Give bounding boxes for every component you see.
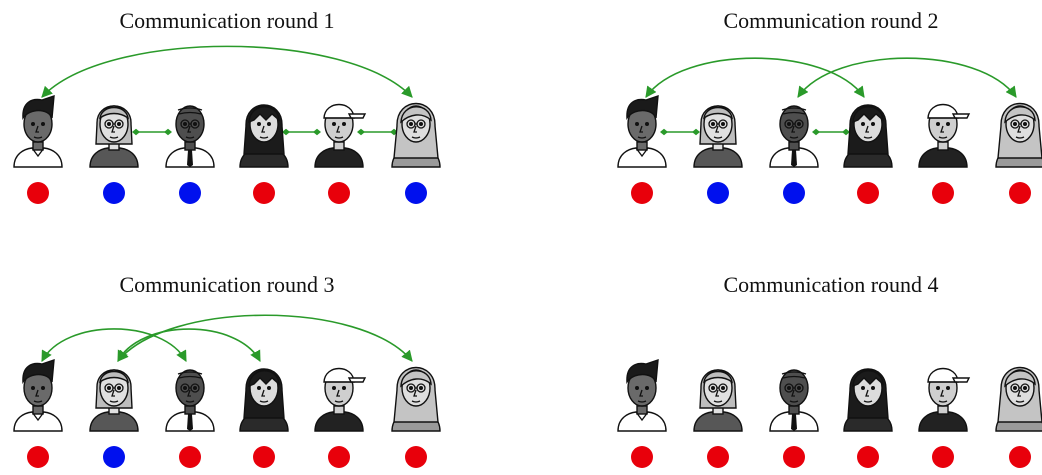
man-cap-icon (314, 103, 367, 168)
people-row (617, 358, 1042, 432)
state-dot (328, 182, 350, 204)
woman-bangs-icon (843, 368, 893, 432)
state-dot (631, 446, 653, 468)
bald-man-glasses-icon (769, 369, 819, 432)
woman-blonde-icon (391, 366, 441, 432)
man-dark-hair-icon (13, 94, 63, 168)
dots-row (631, 446, 1031, 468)
panel-title: Communication round 1 (119, 8, 334, 33)
state-dot (1009, 446, 1031, 468)
woman-glasses-icon (693, 105, 743, 168)
woman-bangs-icon (239, 368, 289, 432)
state-dot (179, 182, 201, 204)
links-layer (41, 314, 413, 362)
state-dot (27, 182, 49, 204)
state-dot (179, 446, 201, 468)
state-dot (405, 182, 427, 204)
state-dot (27, 446, 49, 468)
woman-glasses-icon (89, 105, 139, 168)
state-dot (405, 446, 427, 468)
communication-link (797, 57, 1017, 98)
dots-row (631, 182, 1031, 204)
woman-bangs-icon (239, 104, 289, 168)
panel-title: Communication round 4 (723, 272, 938, 297)
state-dot (857, 182, 879, 204)
panel-round-4: Communication round 4 (617, 272, 1042, 468)
communication-link (41, 45, 413, 98)
dots-row (27, 182, 427, 204)
woman-bangs-icon (843, 104, 893, 168)
bald-man-glasses-icon (165, 105, 215, 168)
state-dot (707, 446, 729, 468)
state-dot (103, 446, 125, 468)
woman-glasses-icon (89, 369, 139, 432)
state-dot (857, 446, 879, 468)
communication-link (645, 57, 865, 98)
communication-link (117, 328, 261, 362)
state-dot (253, 182, 275, 204)
man-cap-icon (918, 103, 971, 168)
communication-link (117, 314, 413, 362)
dots-row (27, 446, 427, 468)
man-cap-icon (314, 367, 367, 432)
woman-blonde-icon (391, 102, 441, 168)
bald-man-glasses-icon (165, 369, 215, 432)
state-dot (932, 446, 954, 468)
communication-link (41, 328, 187, 362)
people-row (617, 94, 1042, 168)
panel-round-3: Communication round 3 (13, 272, 441, 468)
people-row (13, 358, 441, 432)
panel-title: Communication round 2 (723, 8, 938, 33)
man-dark-hair-icon (617, 358, 667, 432)
panel-round-2: Communication round 2 (617, 8, 1042, 204)
panel-round-1: Communication round 1 (13, 8, 441, 204)
state-dot (783, 446, 805, 468)
man-dark-hair-icon (617, 94, 667, 168)
state-dot (328, 446, 350, 468)
state-dot (253, 446, 275, 468)
state-dot (631, 182, 653, 204)
state-dot (932, 182, 954, 204)
woman-glasses-icon (693, 369, 743, 432)
links-layer (645, 57, 1017, 136)
state-dot (707, 182, 729, 204)
man-dark-hair-icon (13, 358, 63, 432)
links-layer (41, 45, 413, 136)
panel-title: Communication round 3 (119, 272, 334, 297)
state-dot (103, 182, 125, 204)
state-dot (783, 182, 805, 204)
man-cap-icon (918, 367, 971, 432)
state-dot (1009, 182, 1031, 204)
people-row (13, 94, 441, 168)
bald-man-glasses-icon (769, 105, 819, 168)
woman-blonde-icon (995, 366, 1042, 432)
woman-blonde-icon (995, 102, 1042, 168)
